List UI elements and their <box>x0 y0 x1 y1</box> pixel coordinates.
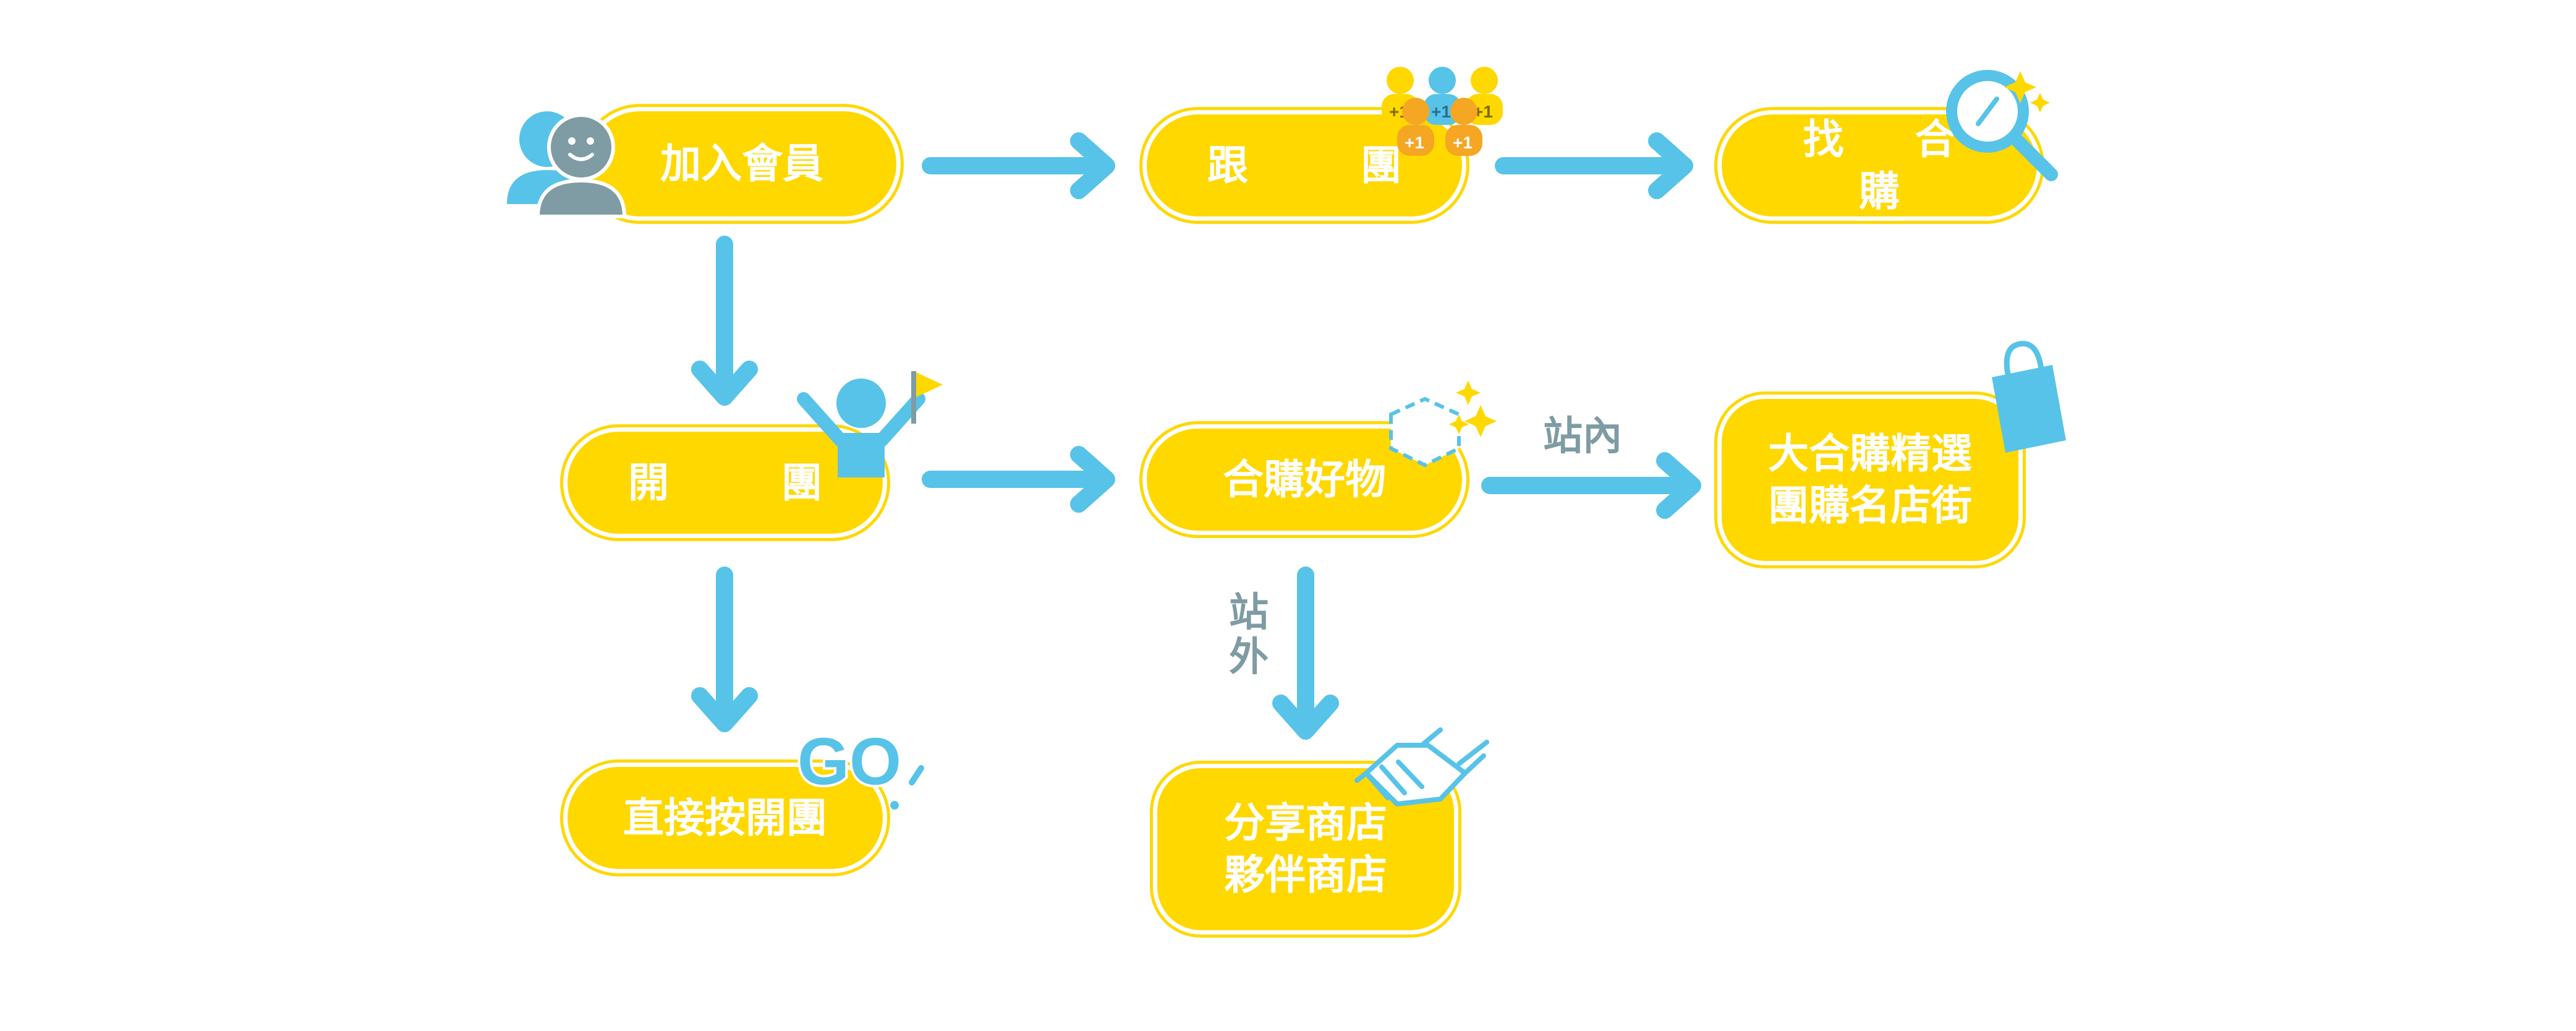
label-on-site: 站內 <box>1543 414 1622 460</box>
node-partner-shops: 分享商店 夥伴商店 <box>1157 768 1454 930</box>
arrow-goods-to-featured <box>1481 452 1701 519</box>
node-join-member: 加入會員 <box>587 111 896 216</box>
node-direct-open: 直接按開團 <box>567 767 883 869</box>
node-group-buy-goods: 合購好物 <box>1147 429 1462 531</box>
node-featured-street: 大合購精選 團購名店街 <box>1722 399 2018 561</box>
arrow-open-to-direct <box>691 567 758 732</box>
arrow-open-to-goods <box>922 446 1115 513</box>
node-find-group-buy: 找 合 購 <box>1722 114 2037 216</box>
arrow-join-to-follow <box>922 132 1115 199</box>
node-open-group: 開 團 <box>567 432 883 534</box>
label-off-site: 站 外 <box>1229 590 1269 680</box>
node-follow-group: 跟 團 <box>1147 114 1462 216</box>
arrow-join-to-open <box>691 236 758 406</box>
arrow-goods-to-partners <box>1272 567 1339 740</box>
arrow-follow-to-find <box>1495 132 1693 199</box>
